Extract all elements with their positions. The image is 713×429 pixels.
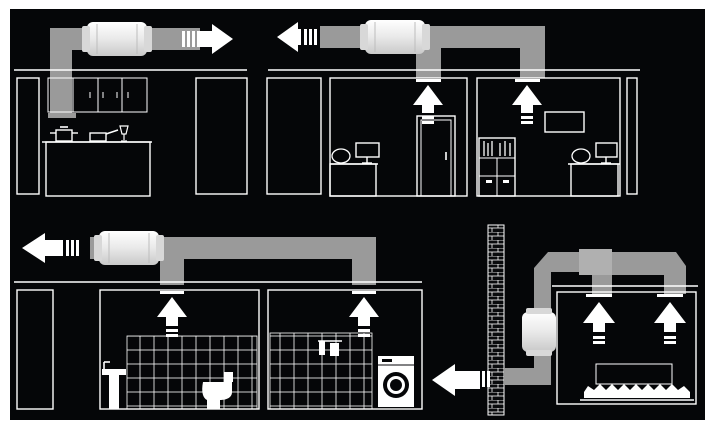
duct-fan-icon [82,22,152,56]
diffuser [657,294,683,297]
duct-fan-icon [522,308,556,356]
diffuser [515,79,540,82]
towel-rail-icon [318,341,342,356]
outlet-grille [182,31,195,47]
brick-wall-icon [488,225,504,415]
outlet-grille [304,29,317,45]
diffuser [416,79,441,82]
diffuser [352,291,376,294]
washing-machine-icon [378,356,414,407]
wall-tiles [127,336,257,409]
diffuser [160,291,184,294]
duct-fan-icon [94,231,164,265]
outlet-grille [66,240,79,256]
diffuser [586,294,612,297]
range-hood-icon [48,113,76,118]
duct-fan-icon [360,20,430,54]
